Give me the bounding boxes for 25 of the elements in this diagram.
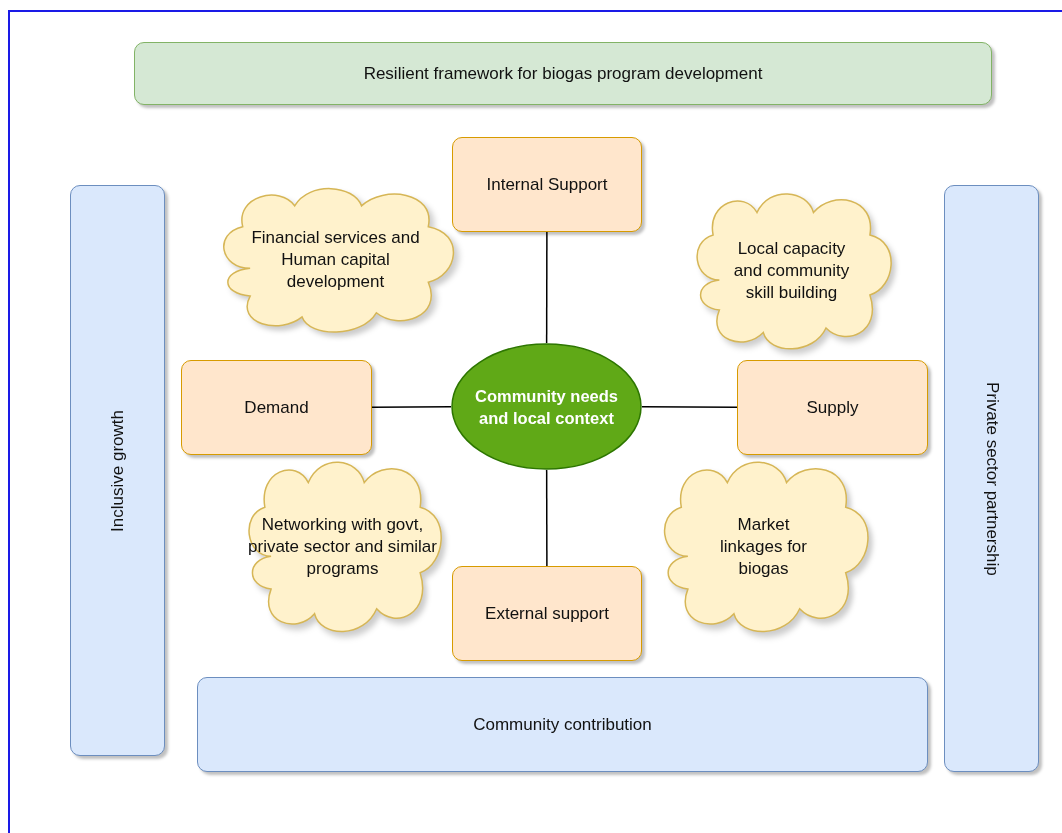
- connector-line: [641, 406, 738, 408]
- node-label: Market linkages for biogas: [719, 513, 808, 580]
- connector-line: [371, 406, 452, 408]
- node-label: Demand: [244, 396, 309, 419]
- process-box: [452, 137, 642, 232]
- side-band: [70, 185, 165, 756]
- node-label: Private sector partnership: [981, 381, 1003, 576]
- node-label: External support: [485, 602, 609, 625]
- process-box: [181, 360, 372, 455]
- connector-line: [545, 231, 548, 344]
- bottom-band: [197, 677, 928, 772]
- connector-line: [545, 469, 548, 567]
- node-label: Inclusive growth: [106, 409, 128, 532]
- title-box: [134, 42, 992, 105]
- node-label: Local capacity and community skill building: [732, 238, 851, 304]
- side-band: [944, 185, 1039, 772]
- process-box: [737, 360, 928, 455]
- node-label: Supply: [806, 396, 859, 419]
- process-box: [452, 566, 642, 661]
- node-label: Community needs and local context: [474, 385, 619, 429]
- node-label: Networking with govt, private sector and similar programs: [247, 513, 438, 580]
- node-label: Internal Support: [486, 173, 608, 196]
- node-label: Community contribution: [473, 713, 652, 736]
- node-label: Financial services and Human capital development: [250, 227, 421, 293]
- node-label: Resilient framework for biogas program development: [363, 62, 763, 85]
